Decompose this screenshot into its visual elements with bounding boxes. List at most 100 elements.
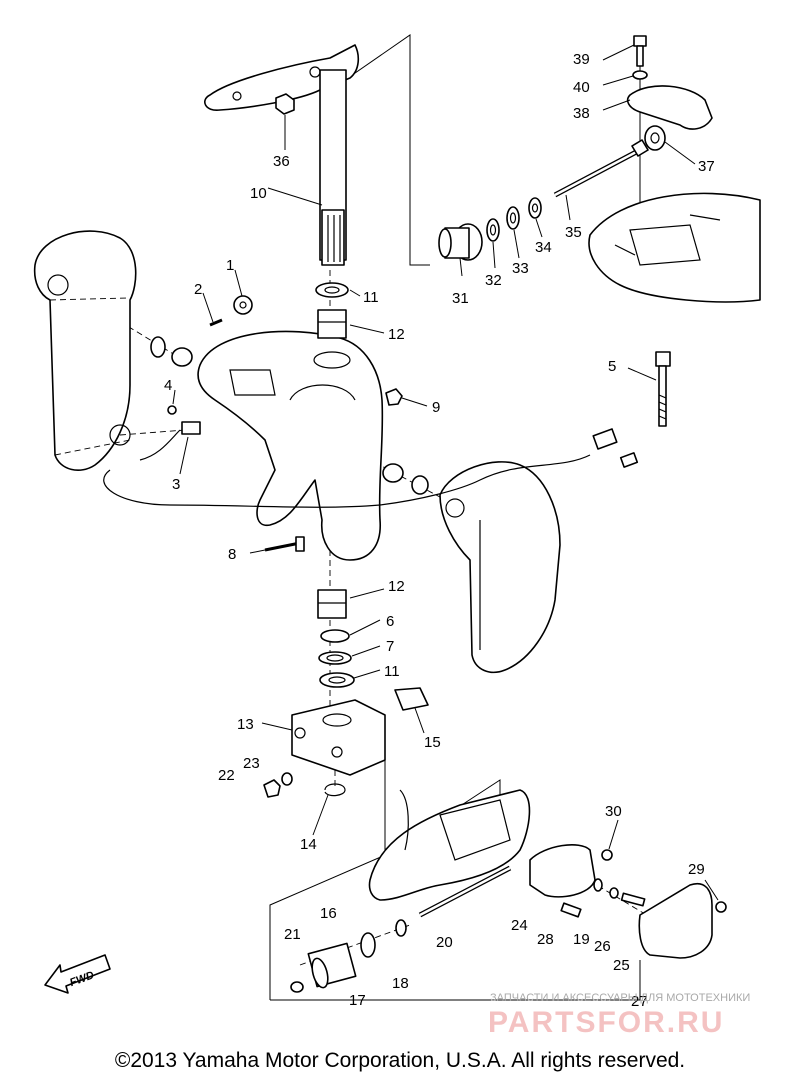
callout-labels: 1 2 3 4 5 6 7 8 9 10 11 12 12 11 13 14 1…: [164, 51, 715, 1010]
bolt-35: [553, 139, 649, 198]
callout-9: 9: [432, 399, 440, 416]
washer-23: [281, 772, 293, 786]
screw-4: [167, 405, 177, 415]
bushing-12-lower: [317, 589, 347, 619]
washer-32: [486, 218, 500, 242]
callout-33: 33: [512, 260, 529, 277]
clamp-bracket-right: [439, 461, 561, 674]
washer-11-lower: [319, 672, 355, 688]
bolt-39: [633, 35, 647, 67]
fwd-arrow-icon: FWD: [44, 954, 111, 994]
callout-12-lower: 12: [388, 578, 405, 595]
callout-14: 14: [300, 836, 317, 853]
mount-rubber-31: [438, 223, 483, 261]
callout-2: 2: [194, 281, 202, 298]
callout-22: 22: [218, 767, 235, 784]
callout-3: 3: [172, 476, 180, 493]
washer-7: [318, 651, 352, 665]
callout-35: 35: [565, 224, 582, 241]
swivel-bracket-left: [33, 230, 137, 471]
nut-22: [263, 779, 281, 798]
washer-19: [593, 878, 603, 892]
washer-34: [528, 197, 542, 219]
callout-16: 16: [320, 905, 337, 922]
mount-cover-38: [626, 85, 713, 130]
screw-29: [715, 901, 727, 913]
washer-left: [150, 336, 166, 358]
washer-40: [632, 70, 648, 80]
nut-36: [275, 93, 295, 115]
callout-leaders: [172, 44, 719, 901]
callout-8: 8: [228, 546, 236, 563]
callout-7: 7: [386, 638, 394, 655]
watermark: ЗАПЧАСТИ И АКСЕССУАРЫ ДЛЯ МОТОТЕХНИКИ PA…: [488, 992, 750, 1039]
steering-shaft: [204, 44, 360, 266]
callout-13: 13: [237, 716, 254, 733]
bolt-8: [264, 536, 305, 552]
bracket-15: [394, 687, 429, 711]
wire-harness: [103, 428, 639, 508]
callout-11-lower: 11: [384, 663, 400, 680]
bolt-28: [560, 902, 582, 918]
washer-26: [609, 887, 619, 899]
bushing-left: [171, 347, 193, 367]
nut-30: [601, 849, 613, 861]
callout-26: 26: [594, 938, 611, 955]
callout-27: 27: [631, 993, 648, 1010]
callout-25: 25: [613, 957, 630, 974]
washer-21: [290, 981, 304, 993]
callout-38: 38: [573, 105, 590, 122]
snap-ring-14: [324, 783, 346, 797]
callout-19: 19: [573, 931, 590, 948]
washer-17: [360, 932, 376, 958]
callout-24: 24: [511, 917, 528, 934]
washer-6: [320, 629, 350, 643]
callout-23: 23: [243, 755, 260, 772]
callout-29: 29: [688, 861, 705, 878]
callout-21: 21: [284, 926, 301, 943]
upper-mount-bracket: [588, 192, 761, 303]
mount-housing-13: [291, 699, 386, 776]
washer-33: [506, 206, 520, 230]
callout-30: 30: [605, 803, 622, 820]
callout-37: 37: [698, 158, 715, 175]
copyright-footer: ©2013 Yamaha Motor Corporation, U.S.A. A…: [114, 1049, 686, 1072]
callout-40: 40: [573, 79, 590, 96]
watermark-brand: PARTSFOR.RU: [488, 1006, 724, 1039]
cover-27: [638, 883, 713, 959]
callout-36: 36: [273, 153, 290, 170]
callout-28: 28: [537, 931, 554, 948]
callout-34: 34: [535, 239, 552, 256]
callout-18: 18: [392, 975, 409, 992]
bushing-center: [382, 463, 429, 495]
callout-6: 6: [386, 613, 394, 630]
callout-20: 20: [436, 934, 453, 951]
lower-mount-bracket: [368, 789, 531, 901]
screw-5: [655, 351, 671, 427]
callout-31: 31: [452, 290, 469, 307]
bolt-20: [418, 865, 512, 918]
screw-2: [209, 318, 223, 327]
bolt-25: [620, 892, 646, 907]
clip-3: [181, 421, 201, 435]
collar-37: [644, 125, 666, 151]
callout-17: 17: [349, 992, 366, 1009]
callout-39: 39: [573, 51, 590, 68]
washer-18: [395, 919, 407, 937]
trim-sensor-1: [233, 295, 253, 315]
watermark-caption: ЗАПЧАСТИ И АКСЕССУАРЫ ДЛЯ МОТОТЕХНИКИ: [490, 992, 750, 1004]
callout-11-upper: 11: [363, 289, 379, 306]
mount-bracket-24: [529, 844, 596, 898]
callout-4: 4: [164, 377, 172, 394]
callout-10: 10: [250, 185, 267, 202]
swivel-bracket-center: [197, 330, 384, 561]
mount-rubber-16: [307, 942, 357, 989]
callout-15: 15: [424, 734, 441, 751]
washer-11-upper: [315, 282, 349, 298]
callout-1: 1: [226, 257, 234, 274]
bushing-12-upper: [317, 309, 347, 339]
callout-12-upper: 12: [388, 326, 405, 343]
callout-32: 32: [485, 272, 502, 289]
nut-9: [385, 388, 403, 406]
